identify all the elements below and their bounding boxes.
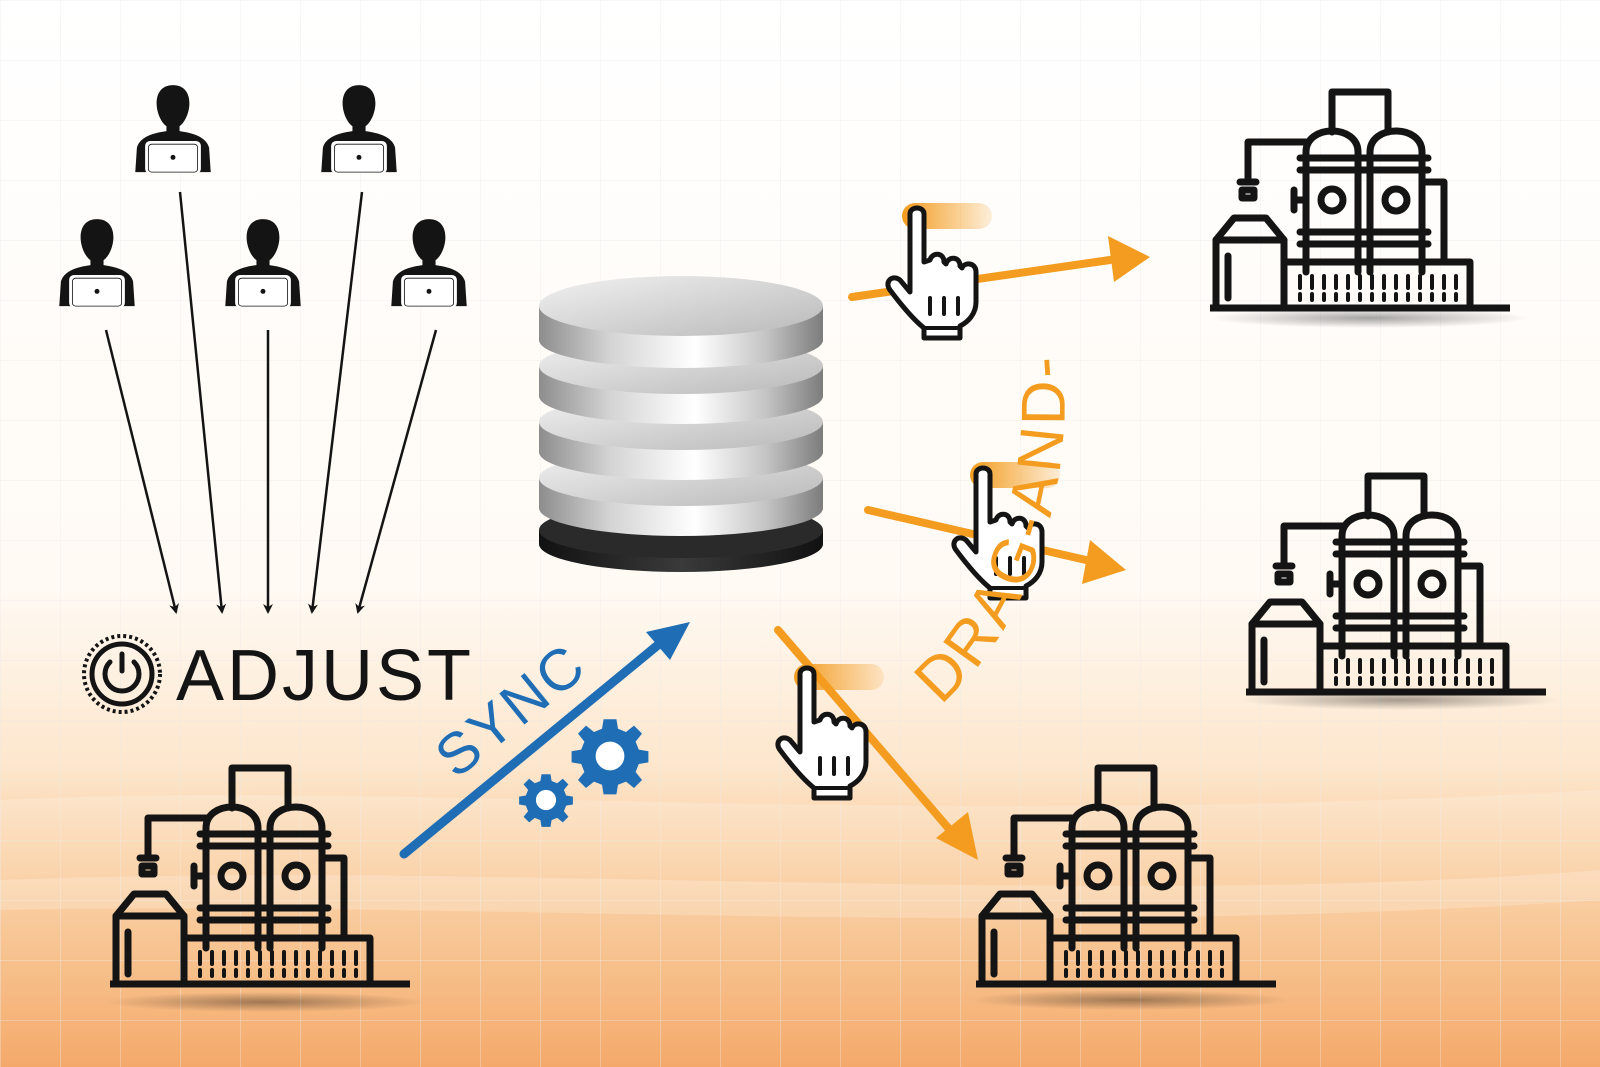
arrow-user-2 <box>178 191 227 614</box>
adjust-logo: ADJUST <box>82 634 474 716</box>
power-icon <box>82 634 162 714</box>
database-icon <box>539 276 823 572</box>
arrow-user-5 <box>355 329 438 614</box>
drag-arrow-heads <box>936 236 1150 860</box>
user-arrows <box>104 191 438 614</box>
sync-arrow <box>399 622 690 859</box>
plant-shadow <box>1210 308 1530 328</box>
arrow-user-1 <box>104 329 179 614</box>
background-streaks-2 <box>0 870 1600 919</box>
adjust-label: ADJUST <box>176 636 474 716</box>
plant-shadow <box>105 992 425 1012</box>
plant-shadow <box>970 990 1290 1010</box>
arrow-user-4 <box>307 191 364 614</box>
